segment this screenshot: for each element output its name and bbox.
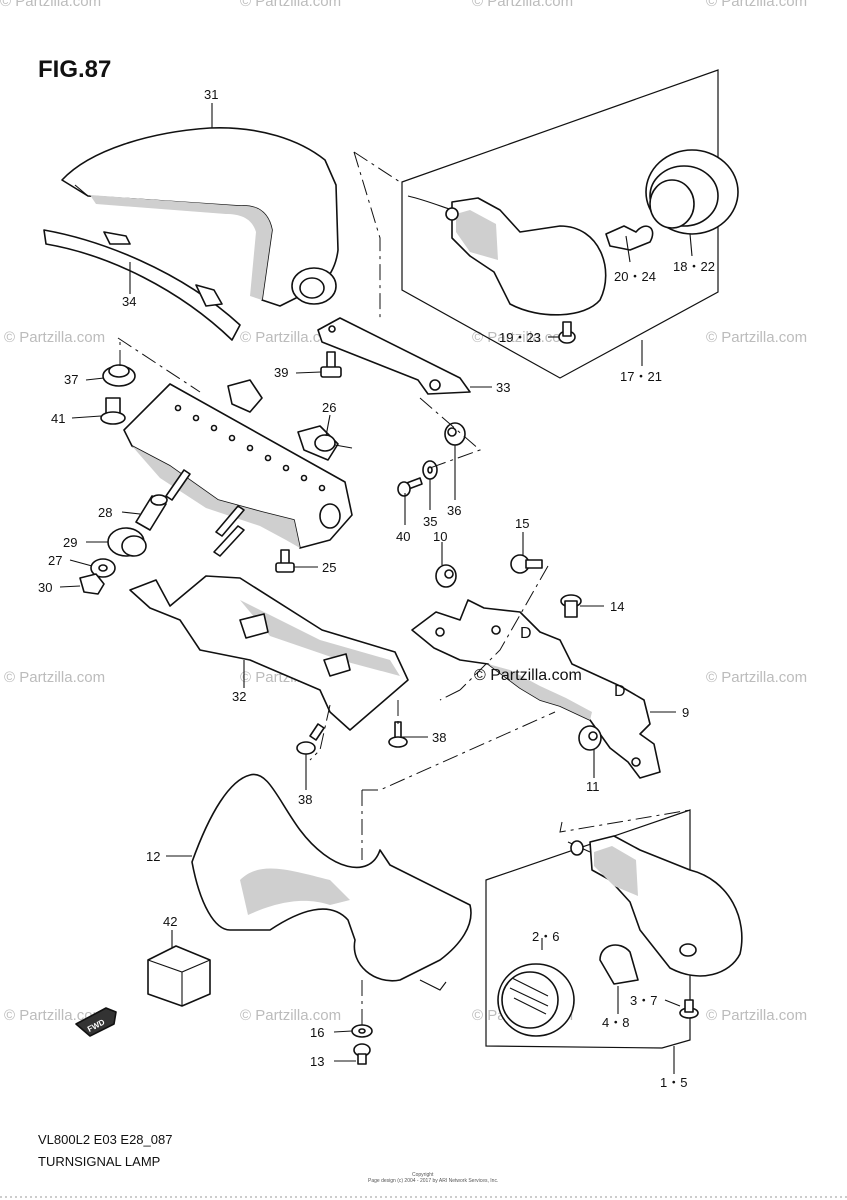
front-signal-assy-box [485,809,743,1049]
callout-13: 13 [310,1054,324,1069]
watermark: © Partzilla.com [240,329,341,346]
part-41-bolt [100,397,126,425]
part-15-bolt [510,554,543,574]
callout-35: 35 [423,514,437,529]
callout-36: 36 [447,503,461,518]
callout-3-7: 3・7 [630,993,657,1008]
callout-41: 41 [51,411,65,426]
callout-42: 42 [163,914,177,929]
model-code: VL800L2 E03 E28_087 [38,1132,172,1147]
part-10-collar [435,564,457,588]
bracket-studs [165,469,245,557]
callout-11: 11 [586,779,600,794]
bracket-mark: D [614,683,626,700]
copyright-line: Copyright [412,1172,434,1178]
rear-signal-assy-box [401,69,739,379]
callout-9: 9 [682,705,689,720]
part-11-collar [578,725,602,751]
bracket-mark: D [520,625,532,642]
watermark: © Partzilla.com [240,0,341,10]
callout-2-6: 2・6 [532,929,559,944]
callout-1-5: 1・5 [660,1075,687,1090]
callout-17-21: 17・21 [620,369,662,384]
part-39-bolt [320,351,342,378]
watermark: © Partzilla.com [240,1007,341,1024]
callout-18-22: 18・22 [673,259,715,274]
watermark: © Partzilla.com [4,1007,105,1024]
fwd-arrow: FWD [75,1007,117,1037]
callout-32: 32 [232,689,246,704]
part-29-grommet [107,527,147,557]
watermark: © Partzilla.com [706,1007,807,1024]
part-40-screw [397,477,423,497]
watermark: © Partzilla.com [4,669,105,686]
part-34-trim-strip [43,229,241,341]
callout-10: 10 [433,529,447,544]
watermark: © Partzilla.com [472,329,573,346]
watermark: © Partzilla.com [706,0,807,10]
part-25-bolt [275,549,295,573]
part-33-bracket [317,317,471,395]
callout-26: 26 [322,400,336,415]
callout-15: 15 [515,516,529,531]
assembly-dash-lines [117,151,691,1028]
callout-14: 14 [610,599,624,614]
callout-34: 34 [122,294,136,309]
bracket-holes [174,404,326,492]
callout-labels: 31 34 37 39 41 26 33 28 29 27 30 25 40 3… [38,87,715,1090]
callout-31: 31 [204,87,218,102]
part-36-collar [444,422,466,446]
callout-28: 28 [98,505,112,520]
part-35-washer [422,460,438,480]
callout-27: 27 [48,553,62,568]
part-42-relay [147,945,211,1007]
callout-39: 39 [274,365,288,380]
part-12-lower-cover [191,773,472,991]
leader-lines [59,103,693,1074]
callout-29: 29 [63,535,77,550]
lamp-bracket-frame [123,379,353,549]
callout-37: 37 [64,372,78,387]
part-26-clip [314,434,353,452]
figure-label: FIG.87 [38,56,111,83]
callout-12: 12 [146,849,160,864]
callout-4-8: 4・8 [602,1015,629,1030]
part-16-washer [351,1024,373,1038]
watermark: © Partzilla.com [0,0,101,10]
part-28-spacer [135,494,168,531]
watermark: © Partzilla.com [472,0,573,10]
callout-38: 38 [432,730,446,745]
part-13-screw [353,1043,371,1065]
watermark-center: © Partzilla.com [474,667,582,684]
watermark: © Partzilla.com [706,669,807,686]
diagram-title: TURNSIGNAL LAMP [38,1154,160,1169]
part-32-inner-cover [129,575,409,731]
callout-40: 40 [396,529,410,544]
watermark: © Partzilla.com [4,329,105,346]
callout-20-24: 20・24 [614,269,656,284]
part-14-bolt [560,594,582,618]
part-9-signal-bracket: D D [411,599,661,779]
callout-25: 25 [322,560,336,575]
watermark: © Partzilla.com [706,329,807,346]
callout-33: 33 [496,380,510,395]
callout-19-23: 19・23 [499,330,541,345]
copyright-line: Page design (c) 2004 - 2017 by ARI Netwo… [368,1178,498,1184]
part-31-rear-cover [61,127,339,307]
part-37-grommet [102,364,136,387]
callout-16: 16 [310,1025,324,1040]
part-27-washer [90,558,116,578]
callout-30: 30 [38,580,52,595]
callout-38: 38 [298,792,312,807]
part-30-nut [79,573,105,595]
